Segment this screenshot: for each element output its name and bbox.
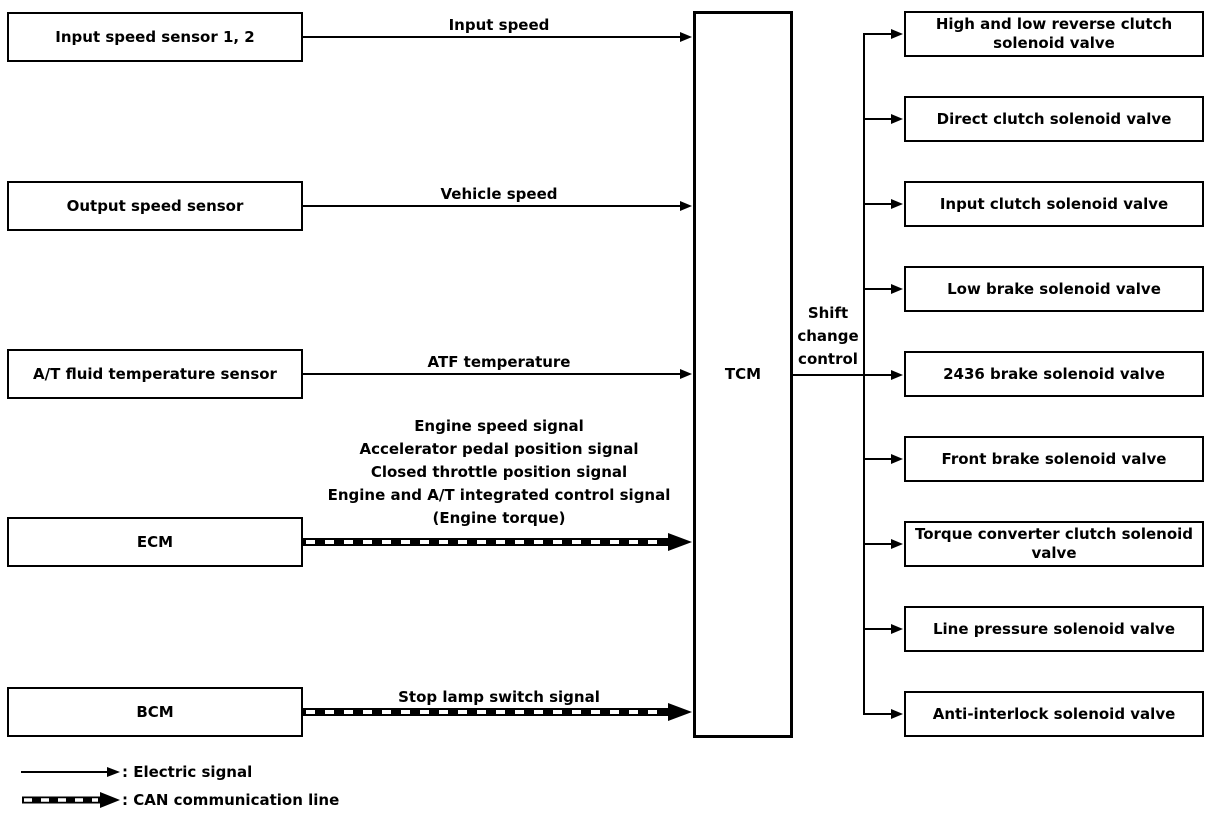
box-output-speed-sensor: Output speed sensor bbox=[7, 181, 303, 231]
electric-signal-line-vehicle-speed bbox=[301, 201, 692, 211]
box-line-pressure-solenoid: Line pressure solenoid valve bbox=[904, 606, 1204, 652]
box-2436-brake-solenoid: 2436 brake solenoid valve bbox=[904, 351, 1204, 397]
box-label: Line pressure solenoid valve bbox=[932, 619, 1176, 638]
box-at-fluid-temperature-sensor: A/T fluid temperature sensor bbox=[7, 349, 303, 399]
box-front-brake-solenoid: Front brake solenoid valve bbox=[904, 436, 1204, 482]
arrowhead-icon bbox=[668, 533, 692, 551]
box-label: Input clutch solenoid valve bbox=[939, 194, 1169, 213]
signal-label-ecm-group: Engine speed signal Accelerator pedal po… bbox=[305, 415, 693, 530]
legend-electric-signal-label: : Electric signal bbox=[122, 763, 253, 781]
box-anti-interlock-solenoid: Anti-interlock solenoid valve bbox=[904, 691, 1204, 737]
arrowhead-icon bbox=[680, 32, 692, 42]
arrowhead-icon bbox=[891, 539, 903, 549]
signal-label-closed-throttle-position: Closed throttle position signal bbox=[370, 463, 628, 481]
box-label: Direct clutch solenoid valve bbox=[936, 109, 1172, 128]
electric-signal-line-input-speed bbox=[301, 32, 692, 42]
box-label: A/T fluid temperature sensor bbox=[33, 364, 277, 383]
arrowhead-icon bbox=[891, 709, 903, 719]
box-label: High and low reverse clutch solenoid val… bbox=[935, 15, 1173, 52]
box-label: BCM bbox=[136, 702, 174, 721]
shift-control-connector bbox=[793, 29, 903, 719]
box-low-brake-solenoid: Low brake solenoid valve bbox=[904, 266, 1204, 312]
box-label: Torque converter clutch solenoid valve bbox=[914, 525, 1194, 562]
box-input-speed-sensor: Input speed sensor 1, 2 bbox=[7, 12, 303, 62]
shift-change-control-label: Shift change control bbox=[797, 304, 859, 368]
signal-label-vehicle-speed: Vehicle speed bbox=[440, 185, 558, 203]
box-label: TCM bbox=[724, 365, 762, 383]
box-label: Input speed sensor 1, 2 bbox=[55, 27, 255, 46]
legend-can-arrow-icon bbox=[22, 792, 120, 808]
arrowhead-icon bbox=[891, 284, 903, 294]
signal-label-input-speed: Input speed bbox=[448, 16, 550, 34]
box-label: Output speed sensor bbox=[66, 196, 244, 215]
signal-label-engine-torque: (Engine torque) bbox=[432, 509, 566, 527]
box-label: 2436 brake solenoid valve bbox=[943, 364, 1165, 383]
arrowhead-icon bbox=[891, 29, 903, 39]
arrowhead-icon bbox=[891, 114, 903, 124]
arrowhead-icon bbox=[680, 369, 692, 379]
can-line-ecm bbox=[303, 533, 692, 551]
box-high-low-reverse-clutch-solenoid: High and low reverse clutch solenoid val… bbox=[904, 11, 1204, 57]
arrowhead-icon bbox=[668, 703, 692, 721]
arrowhead-icon bbox=[891, 624, 903, 634]
arrowhead-icon bbox=[891, 454, 903, 464]
signal-label-atf-temperature: ATF temperature bbox=[427, 353, 571, 371]
arrowhead-icon bbox=[891, 199, 903, 209]
box-label: Low brake solenoid valve bbox=[947, 279, 1161, 298]
box-torque-converter-clutch-solenoid: Torque converter clutch solenoid valve bbox=[904, 521, 1204, 567]
box-ecm: ECM bbox=[7, 517, 303, 567]
legend-can-communication-label: : CAN communication line bbox=[122, 791, 340, 809]
signal-label-engine-at-integrated-control: Engine and A/T integrated control signal bbox=[327, 486, 671, 504]
box-bcm: BCM bbox=[7, 687, 303, 737]
electric-signal-line-atf-temperature bbox=[301, 369, 692, 379]
box-label: ECM bbox=[136, 532, 174, 551]
legend-electric-arrow-icon bbox=[21, 767, 120, 777]
box-input-clutch-solenoid: Input clutch solenoid valve bbox=[904, 181, 1204, 227]
box-label: Front brake solenoid valve bbox=[941, 449, 1167, 468]
arrowhead-icon bbox=[680, 201, 692, 211]
signal-label-stop-lamp-switch: Stop lamp switch signal bbox=[398, 688, 600, 706]
box-tcm: TCM bbox=[693, 11, 793, 738]
signal-label-engine-speed: Engine speed signal bbox=[414, 417, 584, 435]
can-line-bcm bbox=[303, 703, 692, 721]
box-direct-clutch-solenoid: Direct clutch solenoid valve bbox=[904, 96, 1204, 142]
arrowhead-icon bbox=[891, 370, 903, 380]
signal-label-accelerator-pedal-position: Accelerator pedal position signal bbox=[359, 440, 639, 458]
box-label: Anti-interlock solenoid valve bbox=[932, 704, 1176, 723]
